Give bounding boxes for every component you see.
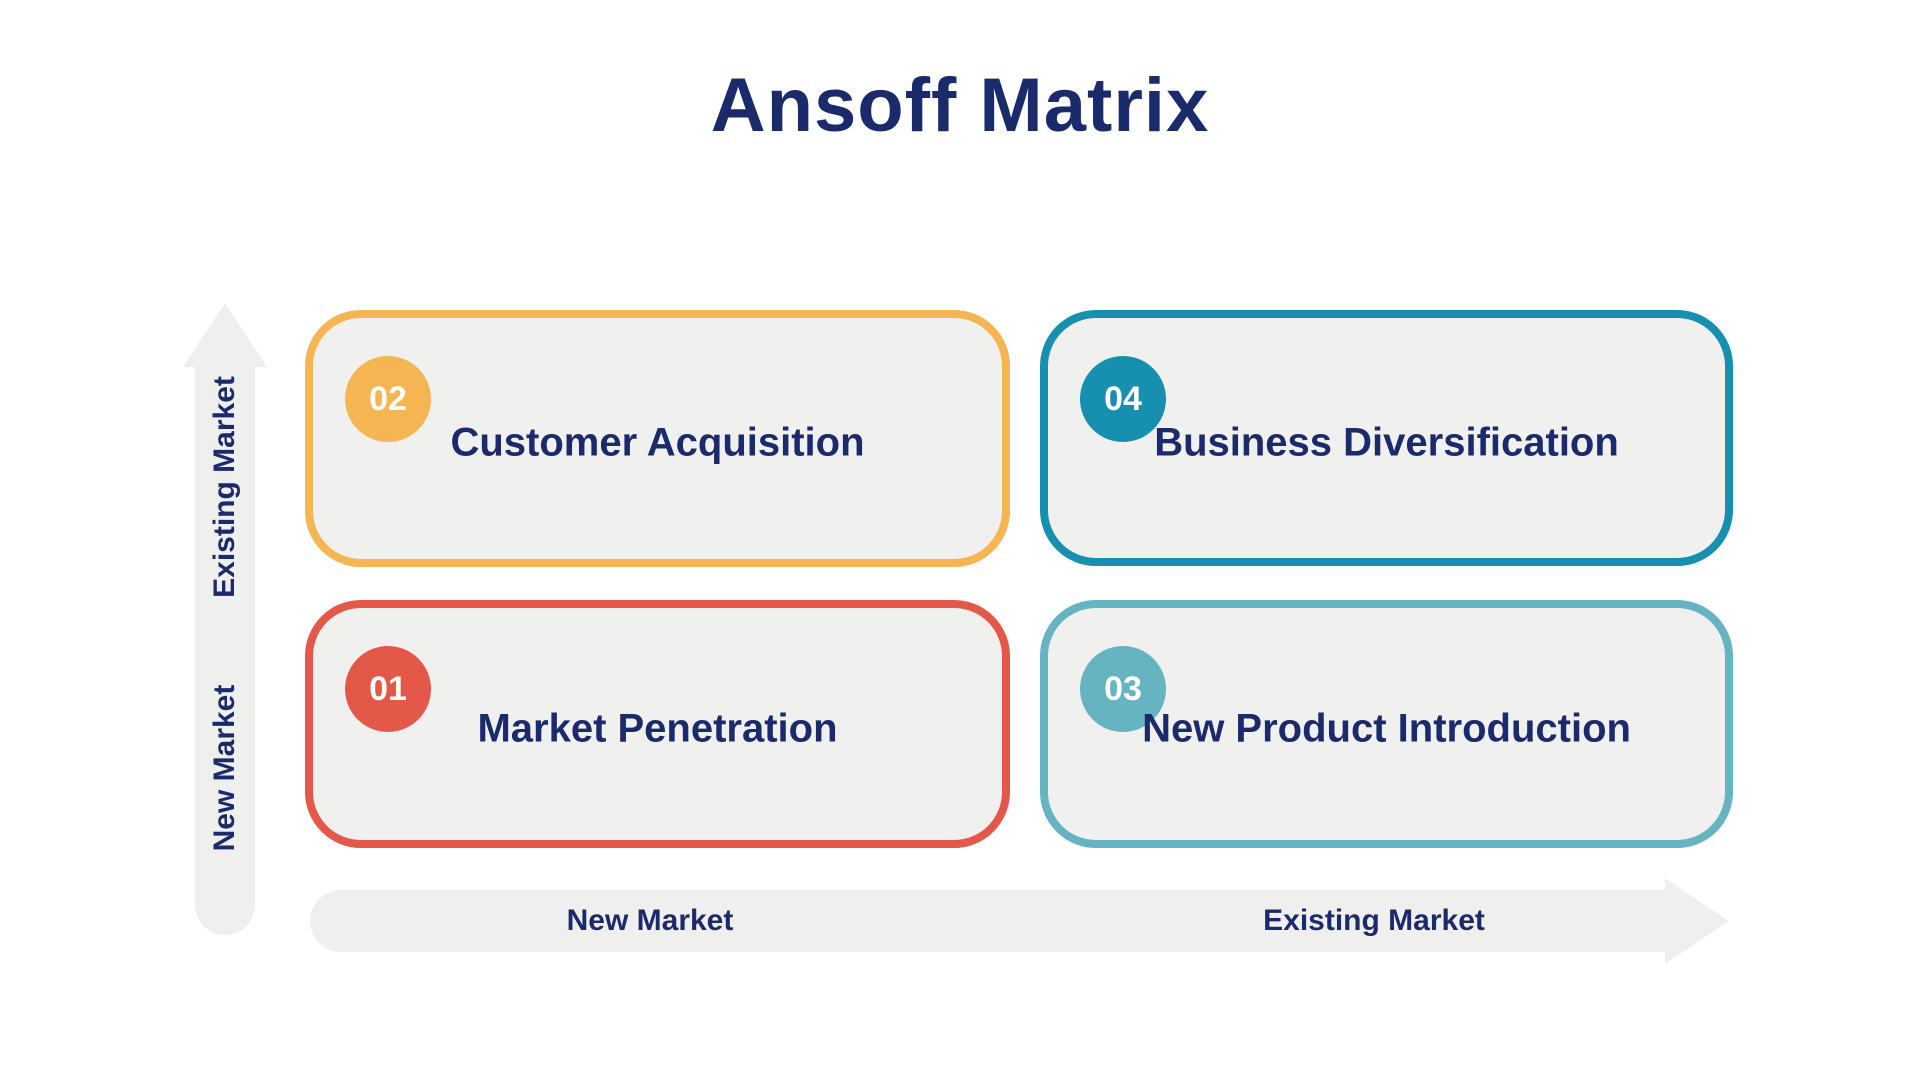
quadrant-title: Customer Acquisition [450,420,865,465]
x-axis-right-label: Existing Market [1263,904,1485,937]
vertical-axis-bar [195,365,255,935]
horizontal-axis-arrowhead-icon [1665,878,1729,964]
page-title: Ansoff Matrix [710,63,1210,148]
number-badge: 03 [1080,646,1166,732]
quadrant-title: Business Diversification [1154,420,1619,465]
quadrant-title: Market Penetration [477,706,838,751]
horizontal-axis-bar [310,890,1665,952]
y-axis-lower-label: New Market [208,684,241,852]
x-axis-left-label: New Market [566,904,734,937]
quadrant-card-customer-acquisition: 02 Customer Acquisition [305,310,1010,567]
quadrant-card-new-product-introduction: 03 New Product Introduction [1040,600,1733,848]
quadrant-card-market-penetration: 01 Market Penetration [305,600,1010,848]
vertical-axis-arrowhead-icon [183,303,267,367]
number-badge: 01 [345,646,431,732]
y-axis-upper-label: Existing Market [208,376,241,598]
number-badge: 02 [345,356,431,442]
quadrant-title: New Product Introduction [1142,706,1631,751]
number-badge: 04 [1080,356,1166,442]
quadrant-card-business-diversification: 04 Business Diversification [1040,310,1733,566]
